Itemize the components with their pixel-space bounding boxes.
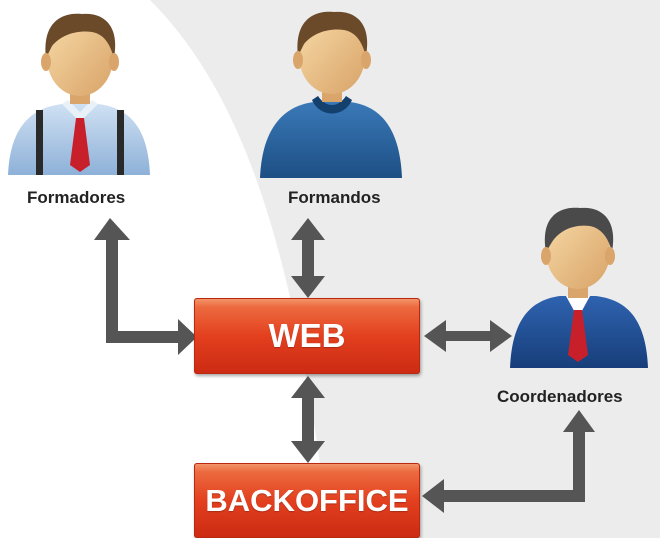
arrow-web-backoffice: [291, 376, 325, 463]
arrow-formadores-web: [94, 218, 197, 355]
person-sweater-icon: [260, 11, 402, 178]
person-suit-icon: [510, 207, 648, 368]
arrow-coordenadores-backoffice: [422, 410, 595, 513]
coordenadores-label: Coordenadores: [497, 387, 623, 406]
backoffice-box: BACKOFFICE: [194, 463, 420, 538]
arrow-formandos-web: [291, 218, 325, 298]
web-box: WEB: [194, 298, 420, 374]
formadores-label: Formadores: [27, 188, 126, 207]
backoffice-label: BACKOFFICE: [205, 482, 409, 518]
web-label: WEB: [268, 317, 346, 354]
formandos-label: Formandos: [288, 188, 381, 207]
person-suspenders-icon: [8, 13, 150, 175]
arrow-web-coordenadores: [424, 320, 512, 352]
